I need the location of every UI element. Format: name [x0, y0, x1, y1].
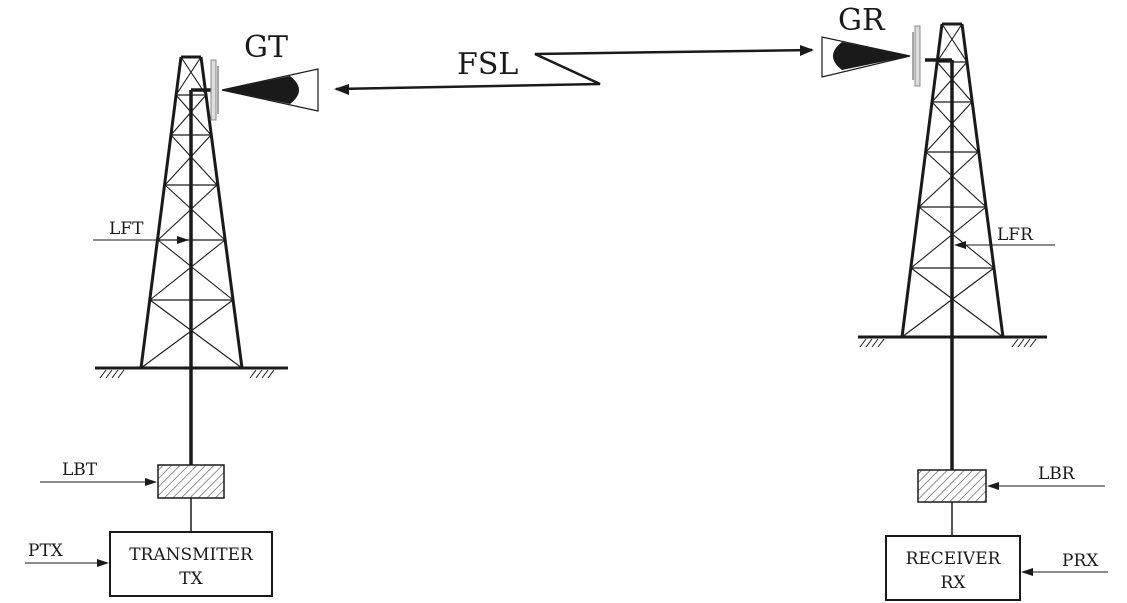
lfr-label: LFR	[997, 225, 1034, 245]
branching-block-tx	[157, 464, 225, 499]
transmitter-code: TX	[179, 569, 203, 589]
receiver-box	[885, 535, 1021, 601]
receive-tower	[858, 22, 1047, 536]
ground-hatch-right	[859, 338, 1037, 348]
arrowhead-left	[334, 84, 349, 95]
receive-antenna	[821, 25, 921, 87]
lbt-label: LBT	[62, 460, 98, 480]
free-space-link	[334, 45, 814, 95]
lft-label: LFT	[109, 219, 144, 239]
prx-label: PRX	[1062, 551, 1099, 571]
transmitter-box	[109, 531, 273, 597]
lbr-label: LBR	[1038, 464, 1076, 484]
transmitter-title: TRANSMITER	[129, 545, 254, 565]
fsl-label: FSL	[457, 47, 518, 82]
transmit-antenna	[210, 59, 319, 121]
receiver-code: RX	[941, 573, 967, 593]
label-pointers	[25, 236, 1108, 576]
ground-hatch-left	[99, 369, 275, 379]
transmit-tower	[95, 55, 288, 532]
ptx-label: PTX	[28, 541, 64, 561]
arrowhead-right	[800, 45, 814, 56]
branching-block-rx	[917, 469, 987, 503]
gt-label: GT	[244, 30, 288, 65]
receiver-title: RECEIVER	[906, 549, 1002, 569]
gr-label: GR	[838, 3, 886, 38]
